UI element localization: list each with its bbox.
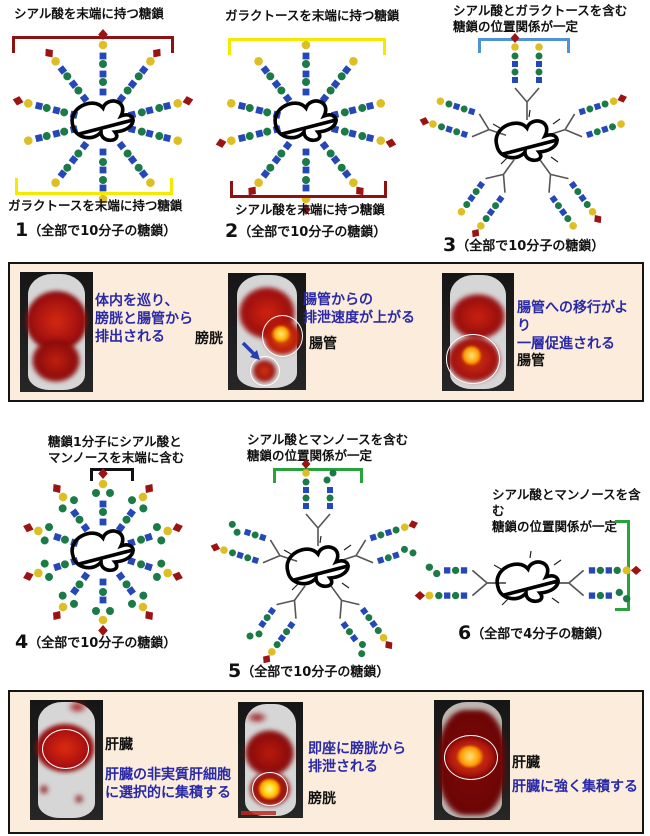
panel1-mouse1-note: 体内を巡り、 膀胱と腸管から 排出される [95,293,193,345]
intestine-circle [262,315,304,357]
diagram6-label: シアル酸とマンノースを含む 糖鎖の位置関係が一定 [492,487,641,534]
diagram5-number: 5 [228,660,242,682]
diagram1-caption: 1（全部で10分子の糖鎖） [15,219,177,241]
panel2-mouse2-note: 即座に膀胱から 排泄される [308,741,406,775]
panel1-intestine-label-m3: 腸管 [517,353,545,369]
signal-blob [73,793,85,805]
signal-blob [244,729,294,777]
mouse-photo-1-3 [442,273,514,391]
panel2-liver-label-m1: 肝臓 [105,737,133,753]
liver-circle [443,734,498,780]
signal-blob [31,339,80,383]
diagram6-caption: 6（全部で4分子の糖鎖） [458,622,611,644]
arrow-icon [241,341,260,360]
panel2-mouse1-note: 肝臓の非実質肝細胞 に選択的に集積する [105,767,231,801]
panel2-liver-label-m3: 肝臓 [512,755,540,771]
bladder-circle [252,771,289,807]
mouse-photo-2-3 [434,700,510,820]
panel1-mouse2-note: 腸管からの 排泄速度が上がる [303,292,415,326]
signal-blob [247,712,267,723]
diagram2-top-label: ガラクトースを末端に持つ糖鎖 [225,8,400,23]
diagram5-label: シアル酸とマンノースを含む 糖鎖の位置関係が一定 [247,432,409,463]
diagram1-galactose-bracket [15,178,173,195]
intestine-circle [446,334,501,384]
mouse-photo-2-2 [238,702,303,818]
liver-circle [41,728,89,770]
mouse-photo-1-2 [228,273,306,390]
diagram1-top-label: シアル酸を末端に持つ糖鎖 [14,6,164,21]
mouse-imaging-panel-1: 体内を巡り、 膀胱と腸管から 排出される 膀胱 腸管からの 排泄速度が上がる 腸… [8,262,644,402]
panel1-bladder-label: 膀胱 [195,331,223,347]
signal-blob [67,701,87,714]
panel1-mouse3-note: 腸管への移行がより 一層促進される [517,300,629,352]
diagram3-label: シアル酸とガラクトースを含む 糖鎖の位置関係が一定 [453,3,628,34]
panel2-bladder-label: 膀胱 [308,791,336,807]
diagram1-bottom-label: ガラクトースを末端に持つ糖鎖 [8,198,183,213]
diagram2-galactose-bracket [228,38,386,55]
diagram5-bracket [273,468,363,483]
signal-blob [38,784,49,795]
diagram4-number: 4 [15,631,29,653]
diagram3-number: 3 [443,234,457,256]
panel1-intestine-label-m2: 腸管 [309,336,337,352]
signal-blob [450,294,506,340]
diagram3-bracket [478,38,570,53]
panel2-mouse3-note: 肝臓に強く集積する [512,779,638,795]
diagram2-bottom-label: シアル酸を末端に持つ糖鎖 [235,202,385,217]
diagram2-caption: 2（全部で10分子の糖鎖） [225,220,387,242]
bladder-circle [249,356,280,387]
diagram2-number: 2 [225,220,239,242]
mouse-photo-1-1 [20,272,93,392]
diagram3-caption: 3（全部で10分子の糖鎖） [443,234,605,256]
diagram6-number: 6 [458,622,472,644]
glycan-structure-3 [419,34,635,250]
mouse-photo-2-1 [30,700,103,820]
glycan-structure-4 [19,468,187,636]
diagram1-number: 1 [15,219,29,241]
diagram4-caption: 4（全部で10分子の糖鎖） [15,631,177,653]
timestamp-overlay [240,810,277,815]
diagram5-caption: 5（全部で10分子の糖鎖） [228,660,390,682]
diagram1-sialic-bracket [12,36,174,53]
glycan-structure-5 [210,460,426,676]
mouse-imaging-panel-2: 肝臓 肝臓の非実質肝細胞 に選択的に集積する 即座に膀胱から 排泄される 膀胱 … [8,690,644,834]
diagram4-bracket [90,468,134,481]
diagram4-label: 糖鎖1分子にシアル酸と マンノースを末端に含む [48,434,185,465]
diagram2-sialic-bracket [230,181,387,198]
diagram6-bracket [615,520,630,611]
